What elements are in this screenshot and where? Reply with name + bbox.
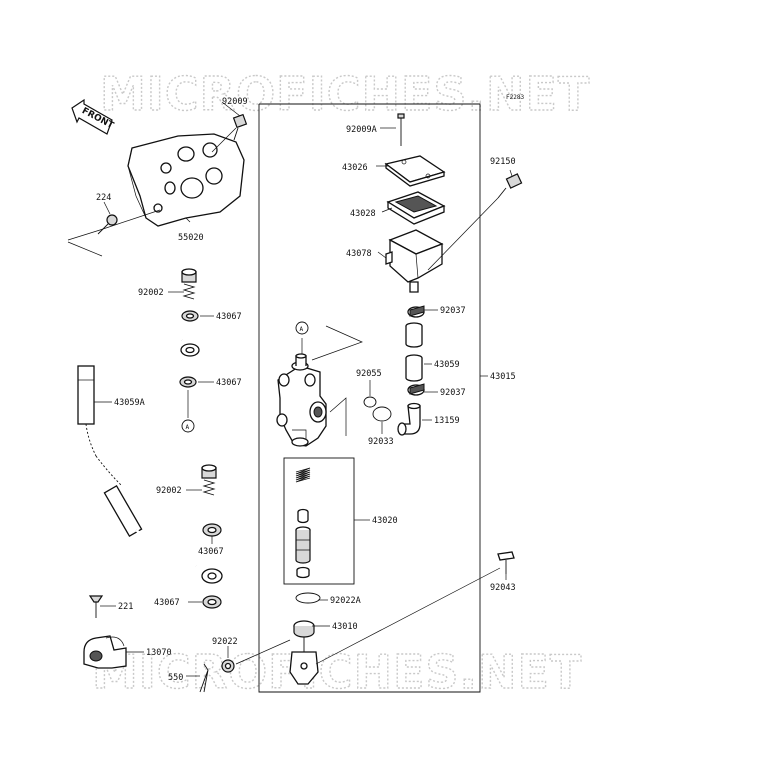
screw-221	[88, 595, 104, 618]
label-43020: 43020	[372, 516, 398, 526]
label-55020: 55020	[178, 233, 204, 243]
svg-text:A: A	[300, 326, 304, 333]
brake-hose-43059A	[77, 304, 223, 584]
label-92002-upper: 92002	[138, 288, 164, 298]
washer-43067-c	[202, 523, 222, 537]
label-92033: 92033	[368, 437, 394, 447]
ref-marker-lower: A	[181, 419, 195, 433]
label-92055: 92055	[356, 369, 382, 379]
diagram-code: F2283	[506, 94, 524, 101]
pin-92043	[497, 551, 515, 574]
label-13159: 13159	[434, 416, 460, 426]
label-43067-c: 43067	[198, 547, 224, 557]
label-92022: 92022	[212, 637, 238, 647]
label-221: 221	[118, 602, 133, 612]
guard-55020	[127, 133, 245, 227]
clamp-92037-lower	[407, 383, 425, 396]
label-43015: 43015	[490, 372, 516, 382]
label-43059A: 43059A	[114, 398, 145, 408]
label-92009: 92009	[222, 97, 248, 107]
washer-43067-a	[181, 310, 199, 322]
leader-lines	[94, 101, 513, 677]
push-rod-43010	[289, 567, 501, 685]
clamp-92037-upper	[407, 305, 425, 318]
banjo-bolt-92002-lower	[201, 464, 217, 496]
cotter-pin-550	[199, 663, 209, 693]
label-92022A: 92022A	[330, 596, 361, 606]
screw-92009A	[397, 113, 405, 146]
piston-kit-43020	[283, 457, 355, 585]
washer-92022	[221, 639, 291, 673]
o-ring-92055	[363, 396, 377, 408]
label-43067-a: 43067	[216, 312, 242, 322]
label-43010: 43010	[332, 622, 358, 632]
diaphragm-43028	[386, 191, 446, 225]
part-labels: 92009 92009A 43026 43028 43078 92150 224…	[96, 97, 516, 683]
label-92043: 92043	[490, 583, 516, 593]
assembly-frame-43015	[258, 103, 481, 693]
banjo-bolt-92002-upper	[181, 268, 197, 300]
bolt-224	[67, 209, 161, 257]
label-224: 224	[96, 193, 111, 203]
master-cylinder-body	[276, 353, 327, 447]
circlip-92022A	[295, 592, 321, 604]
hose-43059	[405, 322, 423, 382]
circlip-92033	[372, 406, 392, 422]
label-43078: 43078	[346, 249, 372, 259]
reservoir-43078	[385, 229, 444, 293]
label-550: 550	[168, 673, 183, 683]
label-43059: 43059	[434, 360, 460, 370]
label-92037-lower: 92037	[440, 388, 466, 398]
label-92002-lower: 92002	[156, 486, 182, 496]
washer-43067-b	[179, 376, 197, 388]
label-43026: 43026	[342, 163, 368, 173]
elbow-13159	[397, 402, 421, 436]
label-43028: 43028	[350, 209, 376, 219]
washer-43067-d	[202, 595, 222, 609]
label-43067-b: 43067	[216, 378, 242, 388]
bolt-92150	[427, 173, 523, 271]
label-92009A: 92009A	[346, 125, 377, 135]
label-92037-upper: 92037	[440, 306, 466, 316]
bolt-92009	[211, 113, 248, 153]
hose-clamp-13070	[83, 635, 127, 669]
label-13070: 13070	[146, 648, 172, 658]
svg-text:A: A	[186, 424, 190, 431]
reservoir-cap-43026	[384, 155, 446, 187]
label-43067-d: 43067	[154, 598, 180, 608]
ref-marker-upper: A	[295, 321, 309, 335]
watermark-top: MICROFICHES.NET	[100, 67, 590, 121]
label-92150: 92150	[490, 157, 516, 167]
